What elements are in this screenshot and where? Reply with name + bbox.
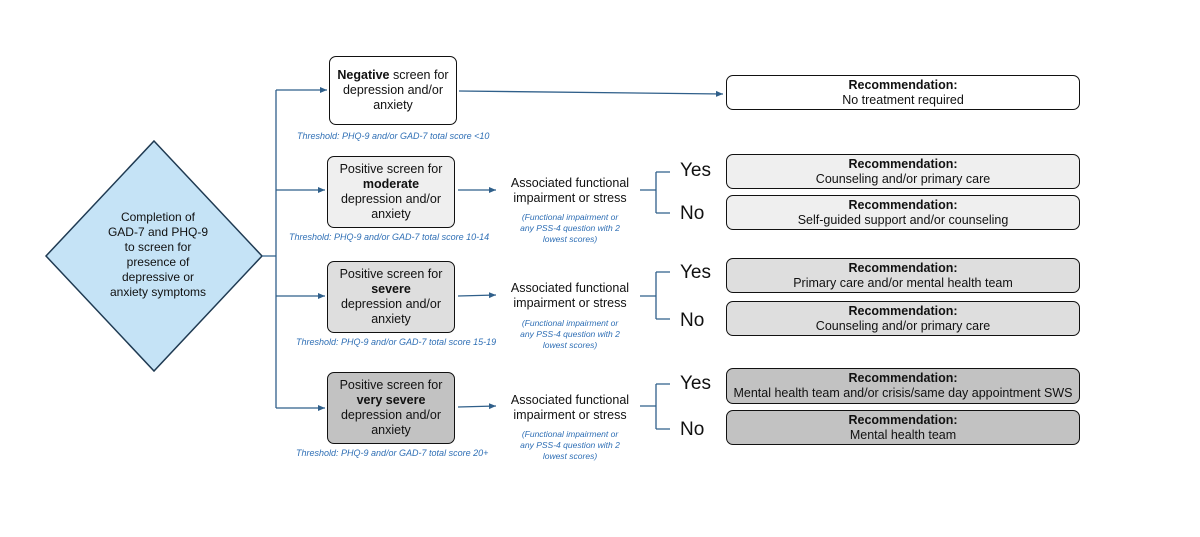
screen-desc: screen for depression and/or anxiety (342, 68, 449, 112)
assoc-impairment-severe: Associated functional impairment or stre… (510, 281, 630, 310)
screen-desc: depression and/or anxiety (340, 192, 442, 221)
recommendation-text: Mental health team (849, 427, 957, 442)
assoc-impairment-very-severe: Associated functional impairment or stre… (510, 393, 630, 422)
recommendation-title: Recommendation: (848, 156, 958, 171)
recommendation-negative: Recommendation: No treatment required (726, 75, 1080, 110)
threshold-very-severe: Threshold: PHQ-9 and/or GAD-7 total scor… (296, 448, 489, 458)
severe-screen-box: Positive screen for severe depression an… (327, 261, 455, 333)
screen-pre: Positive screen for (339, 267, 443, 281)
assoc-impairment-moderate: Associated functional impairment or stre… (510, 176, 630, 205)
screen-desc: depression and/or anxiety (340, 297, 442, 326)
threshold-moderate: Threshold: PHQ-9 and/or GAD-7 total scor… (289, 232, 490, 242)
recommendation-text: Counseling and/or primary care (815, 318, 991, 333)
severe-yes-no-split (640, 271, 670, 320)
recommendation-moderate-yes: Recommendation: Counseling and/or primar… (726, 154, 1080, 189)
moderate-screen-box: Positive screen for moderate depression … (327, 156, 455, 228)
recommendation-text: Self-guided support and/or counseling (797, 212, 1009, 227)
start-line: depressive or (121, 270, 195, 284)
criteria-very-severe: (Functional impairment or any PSS-4 ques… (520, 429, 620, 461)
screen-pre: Positive screen for (339, 162, 443, 176)
start-diamond-text: Completion of GAD-7 and PHQ-9 to screen … (88, 210, 228, 300)
trunk-connector (262, 90, 277, 408)
moderate-yes-no-split (640, 171, 670, 214)
negative-screen-text: Negative screen for depression and/or an… (330, 68, 456, 113)
threshold-negative: Threshold: PHQ-9 and/or GAD-7 total scor… (297, 131, 490, 141)
recommendation-severe-yes: Recommendation: Primary care and/or ment… (726, 258, 1080, 293)
no-label-moderate: No (680, 203, 705, 224)
start-line: Completion of (120, 210, 196, 224)
start-line: presence of (126, 255, 190, 269)
recommendation-text: Primary care and/or mental health team (793, 275, 1013, 290)
recommendation-title: Recommendation: (848, 303, 958, 318)
screen-pre: Positive screen for (339, 378, 443, 392)
no-label-severe: No (680, 310, 705, 331)
recommendation-title: Recommendation: (848, 197, 958, 212)
recommendation-title: Recommendation: (848, 371, 958, 385)
very-severe-yes-no-split (640, 383, 670, 430)
recommendation-moderate-no: Recommendation: Self-guided support and/… (726, 195, 1080, 230)
negative-screen-box: Negative screen for depression and/or an… (329, 56, 457, 125)
start-diamond (44, 139, 264, 373)
recommendation-title: Recommendation: (848, 260, 958, 275)
yes-label-severe: Yes (680, 262, 711, 283)
yes-label-very-severe: Yes (680, 373, 711, 394)
recommendation-text: Mental health team and/or crisis/same da… (733, 386, 1073, 400)
recommendation-text: Counseling and/or primary care (815, 171, 991, 186)
very-severe-screen-box: Positive screen for very severe depressi… (327, 372, 455, 444)
screen-level: very severe (356, 393, 426, 407)
recommendation-severe-no: Recommendation: Counseling and/or primar… (726, 301, 1080, 336)
screen-desc: depression and/or anxiety (340, 408, 442, 437)
screen-level: severe (371, 282, 411, 296)
recommendation-very-severe-no: Recommendation: Mental health team (726, 410, 1080, 445)
recommendation-very-severe-yes: Recommendation: Mental health team and/o… (726, 368, 1080, 404)
recommendation-text: No treatment required (842, 92, 964, 107)
criteria-moderate: (Functional impairment or any PSS-4 ques… (520, 212, 620, 244)
very-severe-to-assoc-arrow (457, 403, 497, 410)
threshold-severe: Threshold: PHQ-9 and/or GAD-7 total scor… (296, 337, 497, 347)
recommendation-title: Recommendation: (848, 412, 958, 427)
screen-level: moderate (362, 177, 420, 191)
start-line: to screen for (124, 240, 192, 254)
negative-to-rec-arrow (458, 90, 724, 97)
severe-to-assoc-arrow (457, 292, 497, 299)
criteria-severe: (Functional impairment or any PSS-4 ques… (520, 318, 620, 350)
start-line: GAD-7 and PHQ-9 (107, 225, 209, 239)
recommendation-title: Recommendation: (848, 77, 958, 92)
no-label-very-severe: No (680, 419, 705, 440)
start-line: anxiety symptoms (109, 285, 207, 299)
screen-level: Negative (337, 68, 390, 82)
yes-label-moderate: Yes (680, 160, 711, 181)
